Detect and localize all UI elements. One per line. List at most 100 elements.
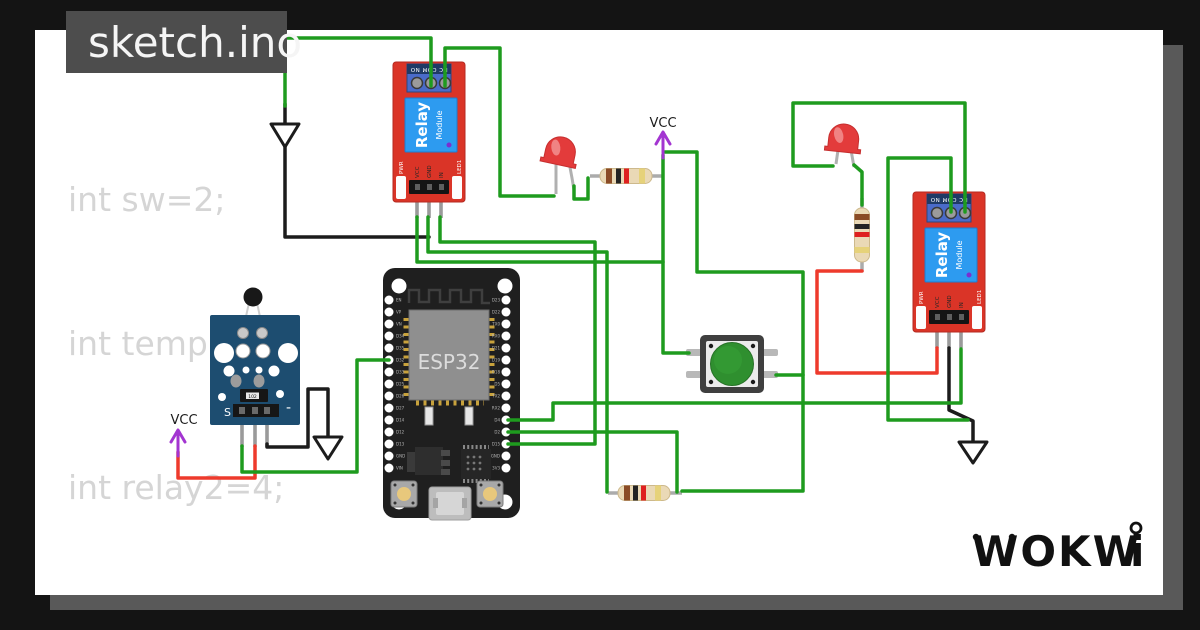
vcc-wire-sensor[interactable] <box>176 444 257 480</box>
wire-resistor3-vcc-loop[interactable] <box>663 150 805 493</box>
svg-text:VP: VP <box>396 310 402 315</box>
wifi-antenna <box>407 288 490 305</box>
vcc-wire-relay2[interactable] <box>815 269 939 375</box>
en-button[interactable] <box>390 480 418 508</box>
svg-text:D2: D2 <box>494 430 500 435</box>
esp32-shield <box>408 309 490 401</box>
pwr-led <box>916 306 926 329</box>
esp32-devkit-board[interactable]: ESP32 <box>383 268 520 521</box>
sketch-file-name: sketch.ino <box>88 17 303 67</box>
capacitor <box>424 406 434 426</box>
relay-module-1[interactable]: NC COM NO Relay Module PWR LED1 VCC GND … <box>392 61 466 218</box>
vcc-label: VCC <box>170 413 197 428</box>
status-led <box>972 306 982 329</box>
led-2[interactable] <box>823 122 863 168</box>
svg-text:RX0: RX0 <box>492 334 501 339</box>
boot-button[interactable] <box>476 480 504 508</box>
vcc-pin-label: VCC <box>415 166 421 178</box>
vcc-arrow <box>654 130 672 146</box>
svg-text:VN: VN <box>396 322 402 327</box>
relay-module-2[interactable]: NC COM NO Relay Module PWR LED1 VCC GND … <box>912 191 986 348</box>
relay-type: Module <box>435 110 444 139</box>
mount-hole <box>497 278 513 294</box>
pwr-label: PWR <box>919 291 925 304</box>
capacitor <box>464 406 474 426</box>
wire-led1-resistor1[interactable] <box>572 176 590 201</box>
svg-text:D32: D32 <box>396 358 405 363</box>
push-button[interactable] <box>686 335 778 393</box>
relay-name: Relay <box>933 232 951 279</box>
wire-d4-relay2-in[interactable] <box>506 347 963 422</box>
svg-text:D4: D4 <box>494 418 500 423</box>
esp32-chip-label: ESP32 <box>418 350 481 374</box>
svg-text:D15: D15 <box>492 442 501 447</box>
voltage-regulator <box>407 447 450 475</box>
svg-text:TX0: TX0 <box>491 322 500 327</box>
pwr-label: PWR <box>399 161 405 174</box>
svg-text:D34: D34 <box>396 334 405 339</box>
wire-led2-relay2-no[interactable] <box>791 101 967 214</box>
logo-text: WOKW <box>972 527 1141 576</box>
sketch-file-tab[interactable]: sketch.ino <box>66 11 302 73</box>
wire-relay2-com-gnd[interactable] <box>886 156 970 422</box>
gnd-pin <box>427 194 431 218</box>
gnd-wire-relay2[interactable] <box>947 346 975 444</box>
svg-text:D23: D23 <box>492 298 501 303</box>
svg-text:D27: D27 <box>396 406 405 411</box>
ground-symbol-2[interactable] <box>312 435 344 461</box>
in-pin <box>959 324 963 348</box>
ground-symbol-3[interactable] <box>957 440 989 465</box>
usb-uart-chip <box>461 445 491 483</box>
vcc-arrow <box>169 428 187 444</box>
s-pin <box>240 417 244 447</box>
wokwi-logo[interactable]: WOKW i <box>972 521 1144 576</box>
relay-body <box>924 227 978 283</box>
resistor-2[interactable] <box>854 198 870 272</box>
wire-relay1-no-led1[interactable] <box>443 46 556 198</box>
svg-text:D26: D26 <box>396 394 405 399</box>
resistor-1[interactable] <box>590 168 662 184</box>
relay-type: Module <box>955 240 964 269</box>
svg-text:D35: D35 <box>396 346 405 351</box>
ntc-temperature-sensor[interactable]: 102 S - <box>210 287 300 448</box>
relay-dot <box>966 272 972 278</box>
pin-holes[interactable] <box>384 295 511 473</box>
svg-text:D19: D19 <box>492 358 501 363</box>
svg-text:EN: EN <box>396 298 402 303</box>
pwr-led <box>396 176 406 199</box>
logo-node-dots <box>972 533 1016 566</box>
gnd-pin <box>265 417 269 447</box>
svg-text:RX2: RX2 <box>492 406 501 411</box>
ground-symbol-1[interactable] <box>269 122 301 149</box>
terminal-nc[interactable] <box>930 206 944 220</box>
wire-vcc-button[interactable] <box>661 153 691 355</box>
in-pin-label: IN <box>959 302 965 308</box>
wire-relay1-vcc[interactable] <box>415 215 665 264</box>
minus-label: - <box>286 400 291 416</box>
terminal-nc[interactable] <box>410 76 424 90</box>
gnd-wire-sensor[interactable] <box>265 387 330 449</box>
vcc-label: VCC <box>649 116 676 131</box>
status-led <box>452 176 462 199</box>
wire-led2-resistor2[interactable] <box>852 163 864 207</box>
button-leg <box>686 371 702 378</box>
svg-text:D18: D18 <box>492 370 501 375</box>
wire-relay1-in-d15[interactable] <box>438 215 597 446</box>
svg-text:D13: D13 <box>396 442 405 447</box>
wire-d2-resistor3[interactable] <box>506 430 679 494</box>
svg-text:D22: D22 <box>492 310 501 315</box>
svg-text:D14: D14 <box>396 418 405 423</box>
vcc-symbol-1[interactable]: VCC <box>649 116 677 160</box>
svg-text:TX2: TX2 <box>491 394 500 399</box>
svg-text:D21: D21 <box>492 346 501 351</box>
vcc-symbol-2[interactable]: VCC <box>169 413 198 458</box>
logo-text-i: i <box>1130 527 1144 576</box>
usb-connector <box>428 486 472 521</box>
wire-relay1-gnd-resistor3[interactable] <box>426 215 609 494</box>
svg-text:GND: GND <box>396 454 405 459</box>
resistor-3[interactable] <box>608 485 682 501</box>
wire-d32-sensor-s[interactable] <box>240 358 391 474</box>
vcc-pin <box>253 417 257 447</box>
